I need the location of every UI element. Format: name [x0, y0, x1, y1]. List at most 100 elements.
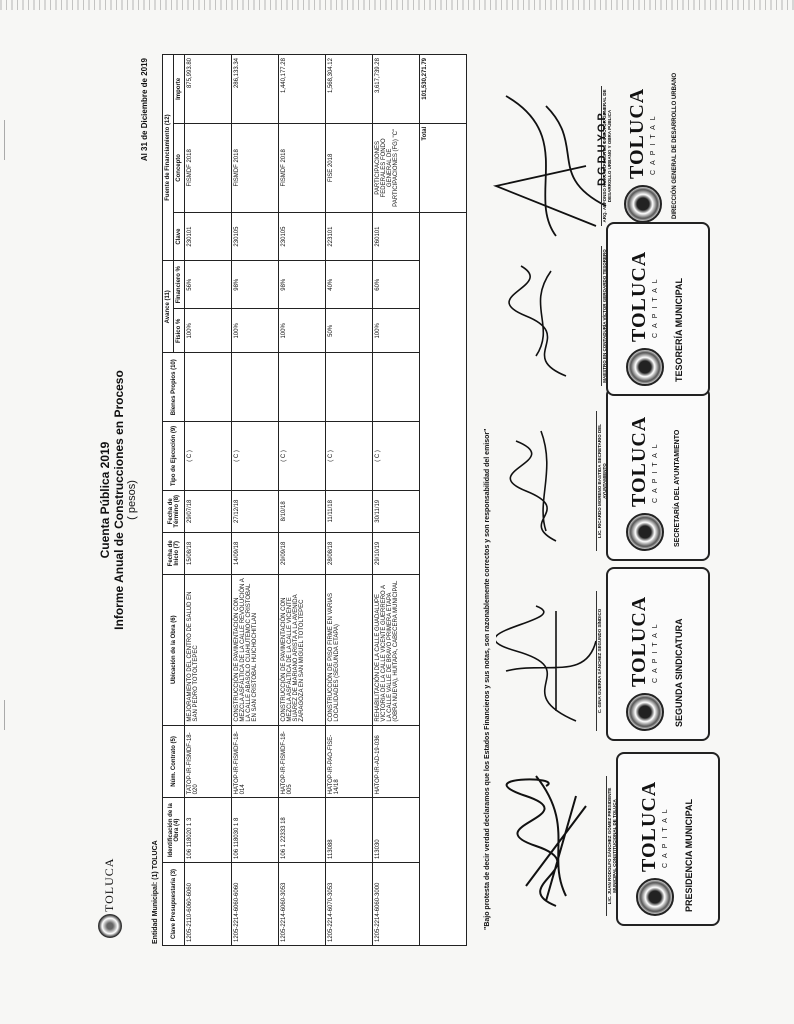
col-fuente-clave: Clave: [173, 212, 185, 261]
col-fecha-termino: Fecha de Término (8): [162, 490, 185, 533]
cell-tipo: ( C ): [372, 421, 420, 491]
cell-financiero: 40%: [325, 260, 373, 309]
table-row: 1205-2214-6060-3000 113030 HATOP-IR-AD-1…: [372, 54, 420, 946]
cell-inicio: 14/09/18: [231, 532, 279, 575]
col-financiero: Financiero %: [173, 260, 185, 309]
cell-concepto: FISMDF 2018: [184, 123, 232, 213]
cell-fisico: 100%: [278, 308, 326, 353]
cell-ident: 113030: [372, 797, 420, 863]
cell-ident: 113088: [325, 797, 373, 863]
table-row: 1205-2214-6060-6060 106 118030 1 8 HATOP…: [231, 54, 279, 946]
col-importe: Importe: [173, 54, 185, 124]
signature-scribble-4: [508, 265, 567, 377]
cell-tipo: ( C ): [278, 421, 326, 491]
col-bienes: Bienes Propios (10): [162, 352, 185, 422]
seal-icon: [626, 693, 664, 731]
stamp-tesoreria: TOLUCA CAPITAL TESORERÍA MUNICIPAL: [606, 222, 710, 396]
cell-clave: 1205-2110-6060-6060: [184, 862, 232, 946]
cell-ubicacion: CONSTRUCCIÓN DE PAVIMENTACIÓN CON MEZCLA…: [231, 574, 279, 726]
cell-termino: 27/12/18: [231, 490, 279, 533]
cell-fisico: 100%: [372, 308, 420, 353]
cell-importe: 1,568,304.12: [325, 54, 373, 124]
dgduyop-label: D.G.D.U.Y.O.P.: [596, 111, 608, 186]
cell-ident: 106 1 22333 18: [278, 797, 326, 863]
signature-scribble-3: [509, 430, 557, 542]
cell-financiero: 98%: [231, 260, 279, 309]
cell-importe: 875,993.80: [184, 54, 232, 124]
title-line-3: ( pesos): [126, 480, 138, 520]
cell-clave: 1205-2214-6060-3000: [372, 862, 420, 946]
signature-scribble-2: [496, 605, 597, 722]
cell-importe: 3,617,739.28: [372, 54, 420, 124]
cell-termino: 30/11/19: [372, 490, 420, 533]
cell-contrato: HATOP-IR-AD-19-036: [372, 725, 420, 798]
stamp-secretaria: TOLUCA CAPITAL SECRETARÍA DEL AYUNTAMIEN…: [606, 387, 710, 561]
stamp-presidencia: TOLUCA CAPITAL PRESIDENCIA MUNICIPAL: [616, 752, 720, 926]
stamp-brand: TOLUCA: [628, 415, 650, 507]
cell-clave: 1205-2214-6060-6060: [231, 862, 279, 946]
cell-termino: 8/10/18: [278, 490, 326, 533]
col-ubicacion: Ubicación de la Obra (6): [162, 574, 185, 726]
cell-fuente-clave: 230105: [231, 212, 279, 261]
cell-termino: 29/07/18: [184, 490, 232, 533]
seal-icon: [636, 878, 674, 916]
cell-concepto: PARTICIPACIONES FEDERALES FONDO GENERAL …: [372, 123, 420, 213]
stamp-brand: TOLUCA: [638, 780, 660, 872]
col-ident: Identificación de la Obra (4): [162, 797, 185, 863]
col-contrato: Núm. Contrato (5): [162, 725, 185, 798]
title-block: Cuenta Pública 2019 Informe Anual de Con…: [96, 54, 138, 946]
cell-contrato: HATOP-IR-PAO-FISE-14/18: [325, 725, 373, 798]
stamp-brand-sub: CAPITAL: [652, 439, 659, 503]
cell-financiero: 98%: [278, 260, 326, 309]
cell-clave: 1205-2214-6060-3053: [278, 862, 326, 946]
scan-edge-mark: [4, 700, 5, 730]
entity-label: Entidad Municipal: (1) TOLUCA: [152, 840, 159, 944]
declaration-text: "Bajo protesta de decir verdad declaramo…: [484, 428, 491, 930]
cell-ident: 106 118020 1 3: [184, 797, 232, 863]
cell-ubicacion: CONSTRUCCIÓN DE PAVIMENTACIÓN CON MEZCLA…: [278, 574, 326, 726]
seal-icon: [624, 185, 662, 223]
stamp-brand-sub: CAPITAL: [650, 111, 657, 175]
cell-bienes: [184, 352, 232, 422]
stamp-brand: TOLUCA: [626, 87, 648, 179]
cell-ubicacion: CONSTRUCCIÓN DE PISO FIRME EN VARIAS LOC…: [325, 574, 373, 726]
signature-scribble-1: [505, 775, 587, 907]
stamp-office: SEGUNDA SINDICATURA: [674, 618, 684, 727]
seal-icon: [626, 348, 664, 386]
cell-fuente-clave: 223101: [325, 212, 373, 261]
seal-icon: [626, 513, 664, 551]
scan-edge-mark: [4, 120, 5, 160]
cell-bienes: [278, 352, 326, 422]
cell-fisico: 50%: [325, 308, 373, 353]
title-line-2: Informe Anual de Construcciones en Proce…: [112, 370, 126, 630]
cell-importe: 286,133.34: [231, 54, 279, 124]
cell-fisico: 100%: [231, 308, 279, 353]
cell-fuente-clave: 260101: [372, 212, 420, 261]
cell-contrato: HATOP-IR-FISMDF-18-014: [231, 725, 279, 798]
col-concepto: Concepto: [173, 123, 185, 213]
stamp-brand-sub: CAPITAL: [662, 804, 669, 868]
total-label: Total: [419, 123, 467, 213]
signer-caption-2: C. GINA GUERRA SÁNCHEZ SEGUNDO SÍNDICO: [596, 591, 602, 731]
cell-contrato: HATOP-IR-FISMDF-18-005: [278, 725, 326, 798]
stamp-brand-sub: CAPITAL: [652, 274, 659, 338]
cell-concepto: FISMDF 2018: [231, 123, 279, 213]
cell-fuente-clave: 230101: [184, 212, 232, 261]
cell-contrato: TATOP-IR-FISMDF-18-020: [184, 725, 232, 798]
rotated-page: TOLUCA Cuenta Pública 2019 Informe Anual…: [96, 54, 720, 946]
cell-ident: 106 118030 1 8: [231, 797, 279, 863]
cell-clave: 1205-2214-6070-3053: [325, 862, 373, 946]
cell-fuente-clave: 230105: [278, 212, 326, 261]
cell-inicio: 15/08/18: [184, 532, 232, 575]
stamp-sindicatura: TOLUCA CAPITAL SEGUNDA SINDICATURA: [606, 567, 710, 741]
table-row: 1205-2214-6060-3053 106 1 22333 18 HATOP…: [278, 54, 326, 946]
cell-fisico: 100%: [184, 308, 232, 353]
cell-inicio: 29/09/18: [278, 532, 326, 575]
col-fuente: Fuente de Financiamiento (12): [162, 54, 174, 261]
cell-bienes: [325, 352, 373, 422]
title-line-1: Cuenta Pública 2019: [98, 441, 112, 559]
table-row: 1205-2214-6070-3053 113088 HATOP-IR-PAO-…: [325, 54, 373, 946]
cell-importe: 1,440,177.28: [278, 54, 326, 124]
report-date: Al 31 de Diciembre de 2019: [140, 58, 149, 162]
cell-tipo: ( C ): [231, 421, 279, 491]
